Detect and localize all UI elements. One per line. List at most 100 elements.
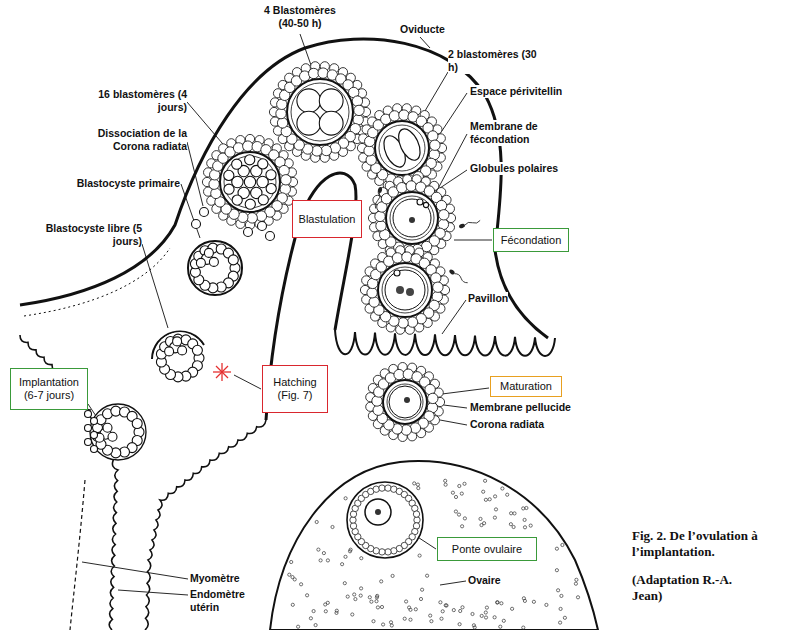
trophoblast-cell <box>132 419 142 429</box>
corona-cell <box>369 297 379 307</box>
ovary-cell <box>403 617 406 620</box>
ovary-cell <box>360 557 363 560</box>
corona-cell <box>276 108 286 118</box>
corona-cell <box>403 252 412 261</box>
ovary-cell <box>555 547 558 550</box>
corona-cell <box>433 282 443 292</box>
corona-cell <box>200 208 209 217</box>
ovary-cell <box>370 600 373 603</box>
pronucleus <box>406 288 414 296</box>
ovary-cell <box>454 510 457 513</box>
zona-inner <box>390 196 434 240</box>
granulosa-cell <box>413 511 419 517</box>
sperm-head <box>448 269 455 276</box>
blastomere <box>245 199 255 209</box>
corona-cell <box>243 141 253 151</box>
part-label: Pavillon <box>468 292 508 305</box>
sperm-tail <box>374 193 381 209</box>
ovary-cell <box>484 479 487 482</box>
blastomere <box>297 111 321 135</box>
ovary-cell <box>494 508 497 511</box>
ovary-cell <box>523 518 526 521</box>
ovary-cell <box>523 599 526 602</box>
corona-cell <box>373 405 383 415</box>
zona-pellucida <box>220 152 280 212</box>
corona-cell <box>430 140 440 150</box>
part-label: Globules polaires <box>470 162 558 175</box>
ovary-cell <box>454 495 457 498</box>
granulosa-cell <box>414 517 420 523</box>
corona-cell <box>399 110 409 120</box>
stage-name: Fécondation <box>501 234 562 247</box>
corona-cell <box>209 179 219 189</box>
myometrium-line <box>70 480 85 630</box>
ovary-cell <box>563 616 566 619</box>
zona-inner <box>379 125 425 171</box>
ovary-cell <box>380 580 383 583</box>
ovary-cell <box>522 507 525 510</box>
ovary-cell <box>413 482 416 485</box>
hatching-star <box>213 363 231 381</box>
ovary-cell <box>574 582 577 585</box>
syncytiotrophoblast <box>85 439 92 446</box>
corona-cell <box>309 68 319 78</box>
ovary-cell <box>575 578 578 581</box>
ovary-cell <box>293 578 296 581</box>
ovary-cell <box>291 603 294 606</box>
corona-cell <box>389 111 399 121</box>
leader-lines <box>82 34 492 595</box>
ovary-cell <box>472 624 475 627</box>
blastocyst-body <box>90 404 146 460</box>
star-ray <box>216 366 228 378</box>
ovary-cell <box>445 604 448 607</box>
spindle <box>404 397 410 403</box>
ovary-cell <box>532 600 535 603</box>
ovary-cell <box>458 623 461 626</box>
blastomere <box>258 195 268 205</box>
stage-box: Maturation <box>490 376 562 397</box>
ovary-cell <box>376 606 379 609</box>
leader-line <box>187 142 203 206</box>
ovary-cell <box>380 605 383 608</box>
ovary-cell <box>312 610 315 613</box>
ovary-cell <box>341 563 344 566</box>
ovary-cell <box>484 498 487 501</box>
corona-cell <box>256 211 266 221</box>
ovary-cell <box>513 512 516 515</box>
part-label: Corona radiata <box>470 418 544 431</box>
inner-cell-mass <box>108 432 117 441</box>
ovary-cell <box>482 490 485 493</box>
ovary-cell <box>451 491 454 494</box>
part-label: Blastocyste libre (5 jours) <box>40 222 142 248</box>
corona-cell <box>407 317 417 327</box>
granulosa-cell <box>385 549 391 555</box>
leader-line <box>454 240 492 241</box>
ovary-cell <box>372 620 375 623</box>
blastomere <box>319 89 343 113</box>
ovary-cell <box>430 620 433 623</box>
ovary-cell <box>561 543 564 546</box>
corona-cell <box>211 188 221 198</box>
corona-cell <box>266 232 275 241</box>
ovary-cell <box>555 569 558 572</box>
fertilization-membrane <box>385 270 425 310</box>
ovary-cell <box>557 589 560 592</box>
nucleus <box>375 509 381 515</box>
ovary-cell <box>559 607 562 610</box>
blastomere <box>319 111 343 135</box>
ovary-cell <box>484 611 487 614</box>
ovary-cell <box>441 610 444 613</box>
blastomere <box>297 89 321 113</box>
ovary-cell <box>419 597 422 600</box>
part-label: Espace périvitellin <box>470 85 562 98</box>
oocyte <box>365 499 391 525</box>
corona-cell <box>258 222 267 231</box>
part-label: Membrane de fécondation <box>470 120 565 146</box>
nucleus <box>409 217 415 223</box>
inner-cell-mass <box>209 257 218 266</box>
corona-cell <box>281 175 291 185</box>
ovary-cell <box>405 600 408 603</box>
ovary-cell <box>414 608 417 611</box>
ovary-cell <box>502 619 505 622</box>
part-label: Blastocyste primaire <box>40 177 180 190</box>
